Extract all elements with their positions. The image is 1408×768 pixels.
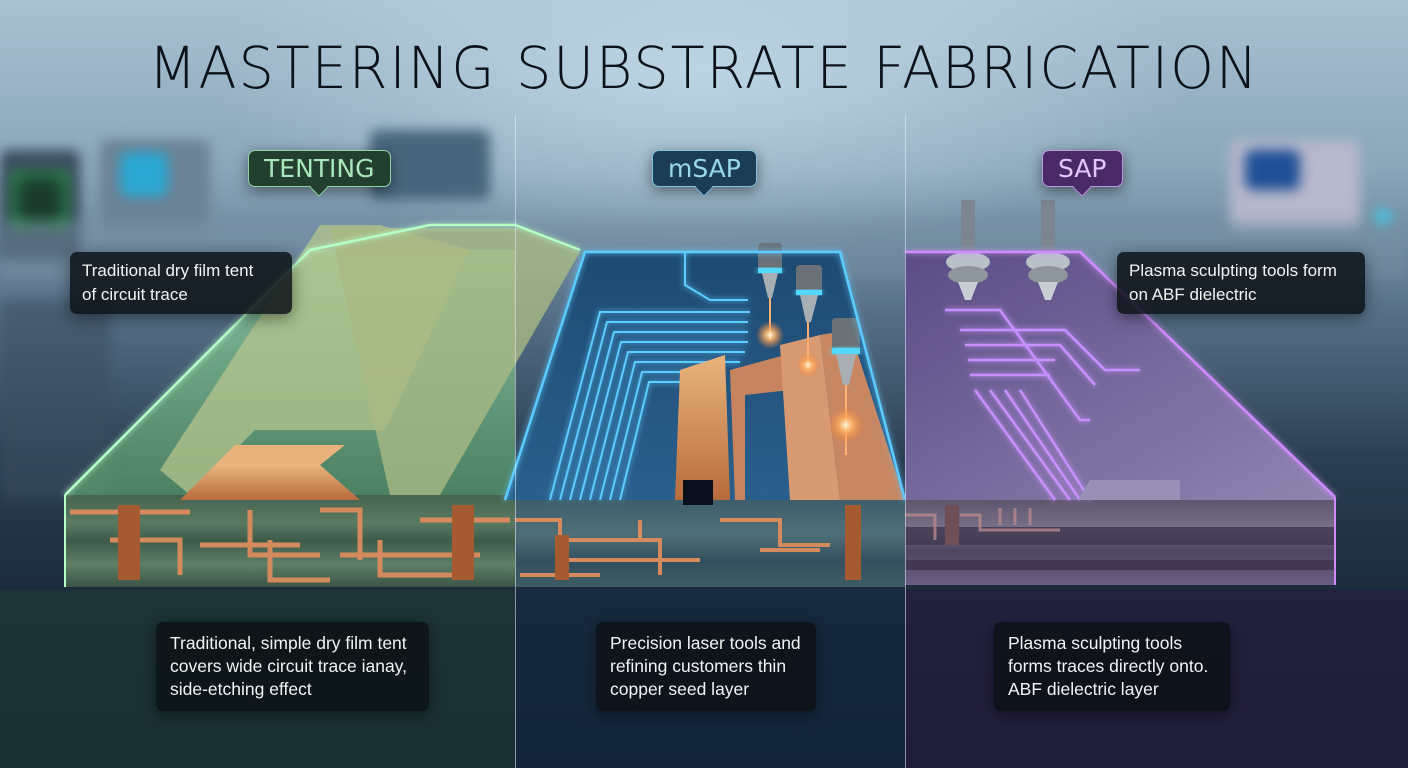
tenting-top-callout: Traditional dry film tent of circuit tra… [70, 252, 292, 314]
lab-instrument-2-screen [120, 152, 168, 197]
msap-label: mSAP [652, 150, 757, 187]
sap-label: SAP [1042, 150, 1123, 187]
tenting-section-graphic [64, 223, 581, 589]
tenting-label: TENTING [248, 150, 391, 187]
page-title: MASTERING SUBSTRATE FABRICATION [148, 34, 1260, 102]
section-divider-1 [515, 115, 516, 768]
tenting-description: Traditional, simple dry film tent covers… [156, 622, 429, 711]
lab-instrument-left-screen [10, 170, 70, 230]
lab-instrument-right-screen [1245, 150, 1300, 190]
plasma-tool-heads [946, 200, 1070, 355]
sap-section-graphic [905, 200, 1336, 587]
msap-description: Precision laser tools and refining custo… [596, 622, 816, 711]
sap-description: Plasma sculpting tools forms traces dire… [994, 622, 1230, 711]
laser-tool-heads [756, 243, 864, 455]
section-divider-2 [905, 115, 906, 768]
msap-section-graphic [503, 243, 907, 589]
lab-indicator-light [1375, 210, 1391, 226]
sap-top-callout: Plasma sculpting tools form on ABF diele… [1117, 252, 1365, 314]
